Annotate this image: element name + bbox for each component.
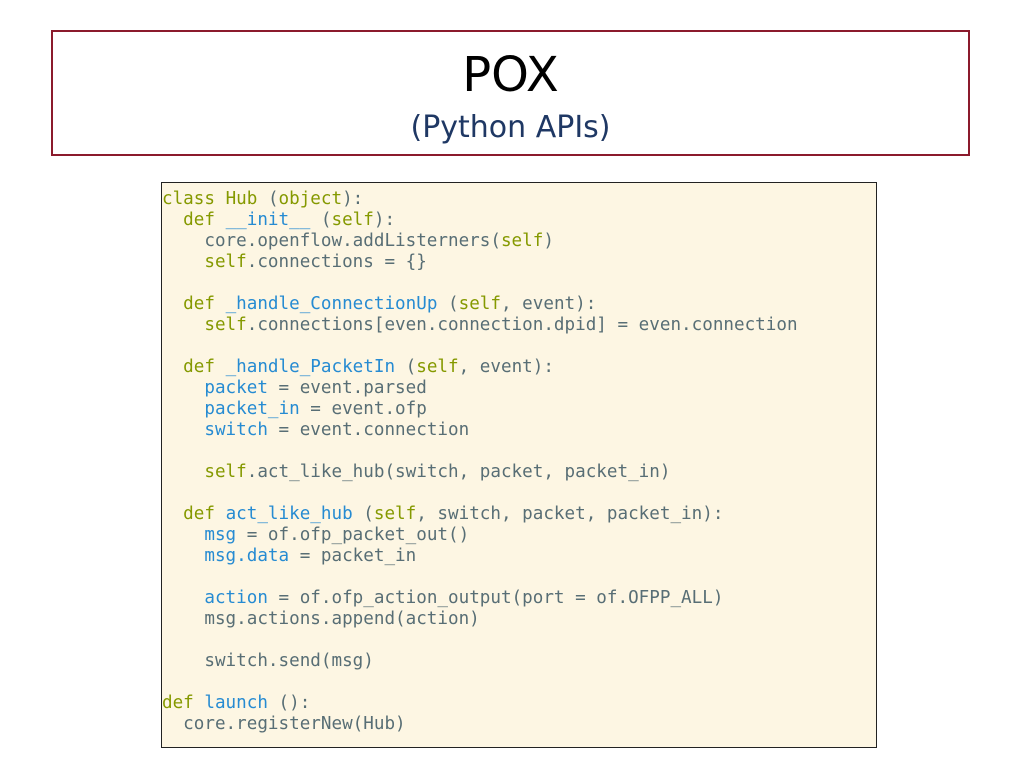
- code-token: (: [448, 294, 459, 314]
- code-block: class Hub (object): def __init__ (self):…: [161, 182, 877, 748]
- code-line: def __init__ (self):: [162, 210, 798, 231]
- code-token: = packet_in: [289, 546, 417, 566]
- code-token: self: [162, 462, 247, 482]
- code-token: ():: [278, 693, 311, 713]
- code-line: switch.send(msg): [162, 651, 798, 672]
- code-line: class Hub (object):: [162, 189, 798, 210]
- code-blank-line: [162, 483, 798, 504]
- code-token: Hub: [225, 189, 268, 209]
- code-token: self: [162, 252, 247, 272]
- code-token: .act_like_hub(switch, packet, packet_in): [246, 462, 671, 482]
- code-token: def: [162, 294, 226, 314]
- code-line: msg = of.ofp_packet_out(): [162, 525, 798, 546]
- code-blank-line: [162, 336, 798, 357]
- code-blank-line: [162, 672, 798, 693]
- code-token: (: [363, 504, 374, 524]
- code-blank-line: [162, 273, 798, 294]
- code-token: act_like_hub: [225, 504, 364, 524]
- code-line: msg.data = packet_in: [162, 546, 798, 567]
- code-token: self: [162, 315, 247, 335]
- code-token: (: [405, 357, 417, 377]
- code-line: def act_like_hub (self, switch, packet, …: [162, 504, 798, 525]
- code-token: self: [331, 210, 374, 230]
- code-line: def _handle_PacketIn (self, event):: [162, 357, 798, 378]
- code-token: msg: [162, 525, 237, 545]
- code-token: ):: [342, 189, 364, 209]
- code-line: def _handle_ConnectionUp (self, event):: [162, 294, 798, 315]
- code-token: msg.data: [162, 546, 290, 566]
- code-token: self: [416, 357, 459, 377]
- code-line: msg.actions.append(action): [162, 609, 798, 630]
- code-token: action: [162, 588, 268, 608]
- code-token: launch: [204, 693, 279, 713]
- code-line: core.registerNew(Hub): [162, 714, 798, 735]
- slide-title-box: POX (Python APIs): [51, 30, 970, 156]
- code-token: (: [267, 189, 279, 209]
- code-line: core.openflow.addListerners(self): [162, 231, 798, 252]
- code-token: self: [458, 294, 501, 314]
- code-token: , event):: [500, 294, 597, 314]
- code-line: action = of.ofp_action_output(port = of.…: [162, 588, 798, 609]
- code-line: self.connections[even.connection.dpid] =…: [162, 315, 798, 336]
- code-token: def: [162, 693, 205, 713]
- code-token: ): [543, 231, 554, 251]
- code-line: self.act_like_hub(switch, packet, packet…: [162, 462, 798, 483]
- code-token: _handle_PacketIn: [225, 357, 406, 377]
- slide-title: POX: [462, 47, 559, 103]
- code-token: class: [162, 189, 226, 209]
- code-token: = of.ofp_packet_out(): [236, 525, 470, 545]
- code-token: switch.send(msg): [162, 651, 374, 671]
- code-token: ):: [373, 210, 396, 230]
- code-token: def: [162, 357, 226, 377]
- code-token: self: [500, 231, 544, 251]
- code-token: = event.connection: [267, 420, 470, 440]
- code-line: packet = event.parsed: [162, 378, 798, 399]
- code-line: self.connections = {}: [162, 252, 798, 273]
- code-token: .connections[even.connection.dpid] = eve…: [246, 315, 798, 335]
- code-blank-line: [162, 441, 798, 462]
- code-token: packet_in: [162, 399, 300, 419]
- code-token: = event.parsed: [267, 378, 427, 398]
- code-token: _handle_ConnectionUp: [225, 294, 449, 314]
- code-token: (: [320, 210, 332, 230]
- slide-subtitle: (Python APIs): [410, 110, 611, 145]
- code-token: object: [278, 189, 343, 209]
- code-token: def: [162, 504, 226, 524]
- code-token: = event.ofp: [299, 399, 427, 419]
- code-token: switch: [162, 420, 268, 440]
- code-token: def: [162, 210, 226, 230]
- code-blank-line: [162, 567, 798, 588]
- code-token: .connections = {}: [246, 252, 427, 272]
- code-lines: class Hub (object): def __init__ (self):…: [162, 189, 798, 735]
- code-line: packet_in = event.ofp: [162, 399, 798, 420]
- code-token: core.registerNew(Hub): [162, 714, 406, 734]
- code-token: __init__: [225, 210, 321, 230]
- code-line: def launch ():: [162, 693, 798, 714]
- code-token: , switch, packet, packet_in):: [416, 504, 724, 524]
- code-blank-line: [162, 630, 798, 651]
- code-line: switch = event.connection: [162, 420, 798, 441]
- code-token: = of.ofp_action_output(port = of.OFPP_AL…: [267, 588, 724, 608]
- code-token: msg.actions.append(action): [162, 609, 480, 629]
- code-token: , event):: [458, 357, 554, 377]
- code-token: core.openflow.addListerners(: [162, 231, 501, 251]
- code-token: self: [373, 504, 417, 524]
- code-token: packet: [162, 378, 268, 398]
